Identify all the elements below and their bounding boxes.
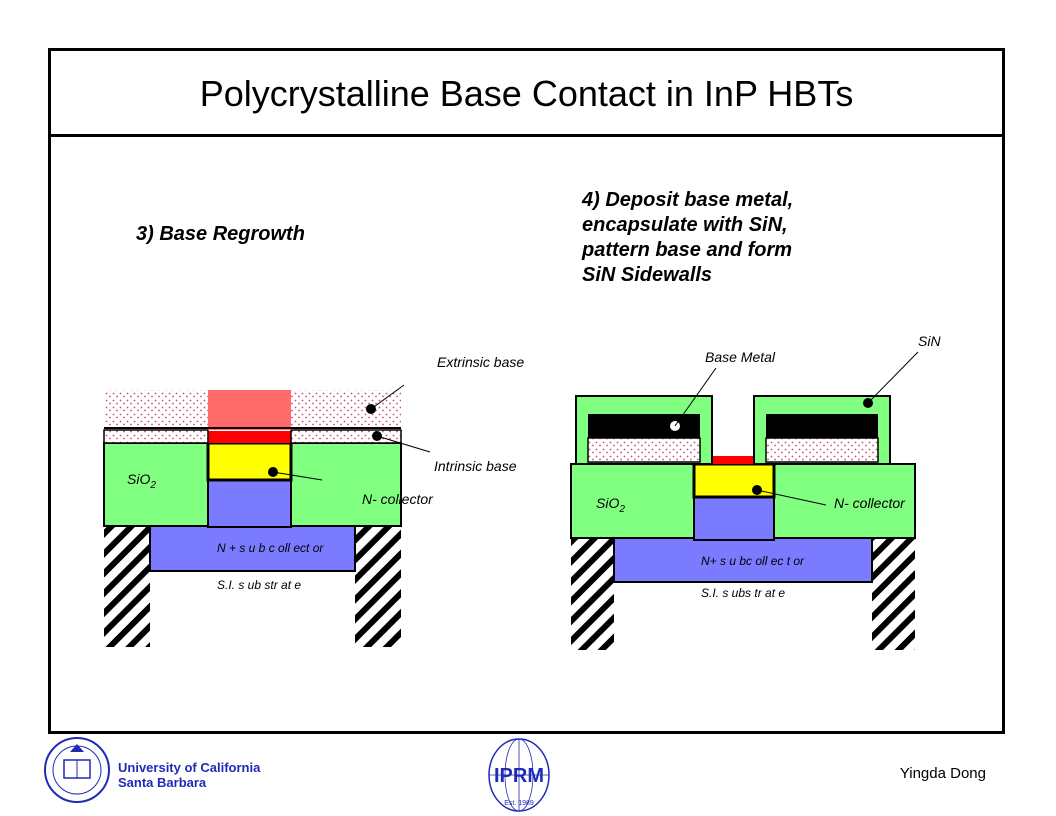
left-sio2-right — [290, 442, 402, 527]
iprm-logo-est: Est. 1989 — [504, 800, 534, 807]
uc-seal-logo — [44, 737, 110, 803]
left-subcollector — [149, 524, 356, 572]
left-extrinsic-lower-left — [103, 429, 209, 444]
title-bar: Polycrystalline Base Contact in InP HBTs — [51, 51, 1002, 137]
step-4-label: 4) Deposit base metal, encapsulate with … — [582, 188, 902, 288]
slide-frame: Polycrystalline Base Contact in InP HBTs — [48, 48, 1005, 734]
right-substrate-label: S.I. s ubs tr at e — [701, 586, 785, 600]
left-collector-mesa — [207, 479, 292, 528]
step-4-line-2: encapsulate with SiN, — [582, 214, 788, 236]
left-subcollector-label: N + s u b c oll ect or — [217, 541, 324, 555]
step-4-line-4: SiN Sidewalls — [582, 264, 713, 286]
right-metal-left — [588, 414, 700, 438]
footer-campus: Santa Barbara — [118, 775, 207, 790]
footer-university: University of California — [118, 760, 261, 775]
step-4-line-1: 4) Deposit base metal, — [582, 189, 794, 211]
right-collector-mesa — [693, 496, 775, 541]
iprm-logo: IPRM Est. 1989 — [488, 738, 550, 812]
right-intrinsic-base — [694, 456, 774, 464]
right-hatch-left — [571, 538, 614, 650]
right-subcollector-label: N+ s u bc oll ec t or — [701, 554, 805, 568]
left-extrinsic-lower-right — [290, 429, 402, 444]
right-n-collector-label: N- collector — [834, 495, 906, 511]
right-base-metal-label: Base Metal — [705, 349, 776, 365]
left-sio2-left — [103, 442, 209, 527]
iprm-logo-text: IPRM — [494, 765, 544, 787]
right-subcollector — [613, 537, 873, 583]
right-sio2-left — [570, 463, 695, 539]
left-cross-section: Extrinsic base Intrinsic base SiO2 N- co… — [103, 354, 524, 647]
left-hatch-right — [355, 525, 401, 647]
footer-author: Yingda Dong — [899, 765, 986, 782]
left-intrinsic-label: Intrinsic base — [434, 458, 517, 474]
left-extrinsic-label: Extrinsic base — [437, 354, 524, 370]
left-collector — [206, 441, 293, 482]
right-cross-section: Base Metal SiN SiO2 N- collector N+ s u … — [570, 333, 941, 650]
left-n-collector-label: N- collector — [362, 491, 434, 507]
left-sio2-label: SiO2 — [127, 471, 156, 491]
right-sio2-right — [773, 463, 916, 539]
right-collector — [692, 462, 776, 499]
right-hatch-right — [872, 538, 915, 650]
right-sio2-label: SiO2 — [596, 495, 625, 515]
right-poly-left — [587, 437, 701, 463]
right-poly-right — [765, 437, 879, 463]
right-metal-right — [766, 414, 878, 438]
step-4-line-3: pattern base and form — [582, 239, 793, 261]
slide-title: Polycrystalline Base Contact in InP HBTs — [199, 73, 854, 114]
right-sin-label: SiN — [918, 333, 941, 349]
step-3-label: 3) Base Regrowth — [136, 223, 305, 245]
left-hatch-left — [104, 525, 150, 647]
left-intrinsic-base — [208, 431, 291, 443]
left-poly-center — [208, 390, 291, 430]
left-substrate-label: S.I. s ub str at e — [217, 578, 301, 592]
